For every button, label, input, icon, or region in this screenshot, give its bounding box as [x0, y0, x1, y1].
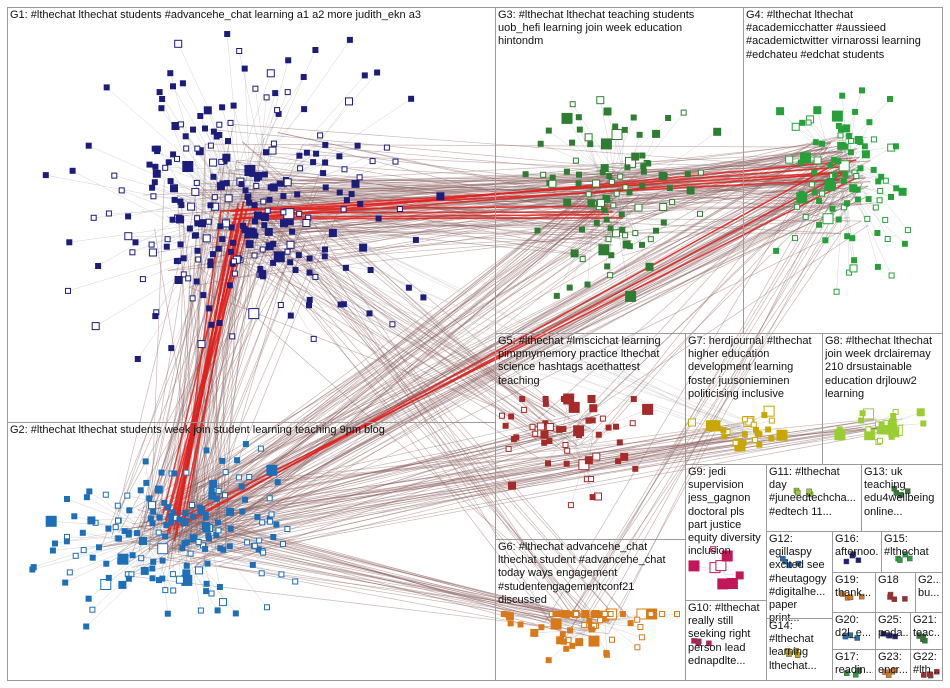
group-g4: G4: #lthechat lthechat #academicchatter …: [743, 7, 943, 334]
group-g1-label: G1: #lthechat lthechat students #advance…: [10, 9, 493, 22]
group-g20-label: G20: d2l_e...: [835, 614, 873, 640]
group-g17: G17: readin...: [832, 649, 876, 681]
group-g2x-label: G2... bu...: [918, 574, 940, 600]
group-g16: G16: afternoo...: [832, 531, 882, 573]
group-g1: G1: #lthechat lthechat students #advance…: [7, 7, 496, 423]
group-g18: G18: [875, 572, 916, 613]
group-g19-label: G19: thank...: [835, 574, 873, 600]
group-g22: G22: #lth...: [910, 649, 943, 681]
group-g14: G14: #lthechat learning lthechat...: [766, 618, 833, 681]
group-g11: G11: #lthechat day #juneedtechcha... #ed…: [766, 464, 862, 532]
group-g13: G13: uk teaching edu4wellbeing online...: [861, 464, 943, 532]
group-g20: G20: d2l_e...: [832, 612, 876, 650]
group-g19: G19: thank...: [832, 572, 876, 613]
group-g10: G10: #lthechat really still seeking righ…: [685, 600, 767, 681]
group-g10-label: G10: #lthechat really still seeking righ…: [688, 602, 764, 668]
group-g18-label: G18: [878, 574, 913, 587]
group-g6-label: G6: #lthechat advancehe_chat lthechat st…: [498, 541, 683, 607]
group-g6: G6: #lthechat advancehe_chat lthechat st…: [495, 539, 686, 681]
group-g15: G15: #lthechat: [881, 531, 943, 573]
group-g2-label: G2: #lthechat lthechat students week joi…: [10, 424, 493, 437]
group-g21: G21: teac...: [910, 612, 943, 650]
group-g8: G8: #lthechat lthechat join week drclair…: [822, 333, 943, 465]
group-g9-label: G9: jedi supervision jess_gagnon doctora…: [688, 466, 764, 558]
group-g4-label: G4: #lthechat lthechat #academicchatter …: [746, 9, 940, 62]
group-g7: G7: herdjournal #lthechat higher educati…: [685, 333, 823, 465]
group-g7-label: G7: herdjournal #lthechat higher educati…: [688, 335, 820, 401]
group-g14-label: G14: #lthechat learning lthechat...: [769, 620, 830, 673]
group-g3-label: G3: #lthechat lthechat teaching students…: [498, 9, 741, 49]
group-g16-label: G16: afternoo...: [835, 533, 879, 559]
group-g12: G12: egillaspy excited see #heutagogy #d…: [766, 531, 833, 619]
group-g23-label: G23: encr...: [878, 651, 908, 677]
group-g2: G2: #lthechat lthechat students week joi…: [7, 422, 496, 681]
group-g5-label: G5: #lthechat #lmscichat learning pimpmy…: [498, 335, 683, 388]
group-g13-label: G13: uk teaching edu4wellbeing online...: [864, 466, 940, 519]
group-g8-label: G8: #lthechat lthechat join week drclair…: [825, 335, 940, 401]
group-g3: G3: #lthechat lthechat teaching students…: [495, 7, 744, 334]
group-g15-label: G15: #lthechat: [884, 533, 940, 559]
group-g11-label: G11: #lthechat day #juneedtechcha... #ed…: [769, 466, 859, 519]
group-g22-label: G22: #lth...: [913, 651, 940, 677]
group-g25-label: G25: peda...: [878, 614, 908, 640]
group-g25: G25: peda...: [875, 612, 911, 650]
group-g21-label: G21: teac...: [913, 614, 940, 640]
group-g12-label: G12: egillaspy excited see #heutagogy #d…: [769, 533, 830, 625]
group-g17-label: G17: readin...: [835, 651, 873, 677]
group-g5: G5: #lthechat #lmscichat learning pimpmy…: [495, 333, 686, 540]
group-g23: G23: encr...: [875, 649, 911, 681]
group-g2x: G2... bu...: [915, 572, 943, 613]
group-g9: G9: jedi supervision jess_gagnon doctora…: [685, 464, 767, 601]
